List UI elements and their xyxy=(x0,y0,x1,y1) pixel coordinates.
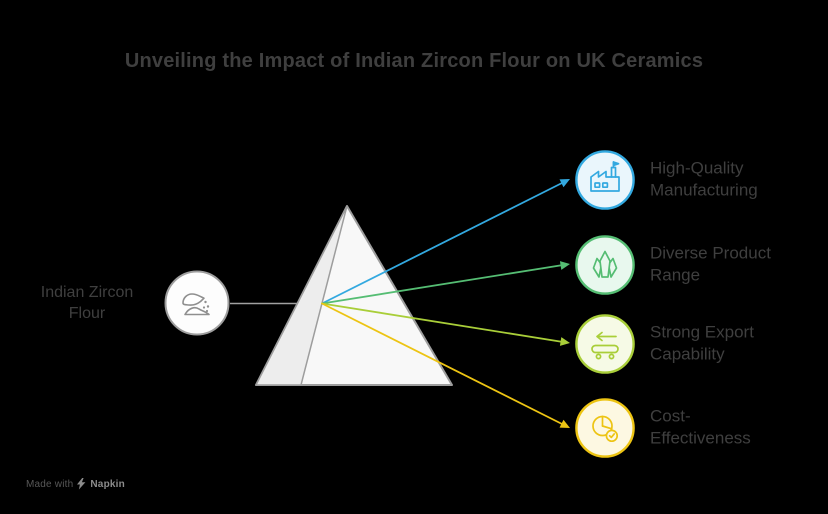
output-label-line: Capability xyxy=(650,345,725,364)
watermark-brand: Napkin xyxy=(90,478,125,490)
prism-side-face xyxy=(255,205,348,386)
ray-line-high-quality-manufacturing xyxy=(321,181,565,305)
napkin-logo-icon xyxy=(77,478,86,490)
factory-icon xyxy=(575,150,635,210)
output-label: Diverse Product Range xyxy=(650,243,820,288)
source-label: Indian Zircon Flour xyxy=(14,282,160,324)
page-title: Unveiling the Impact of Indian Zircon Fl… xyxy=(124,50,704,72)
output-label-line: Diverse Product xyxy=(650,243,771,263)
arrowhead xyxy=(559,337,570,346)
output-circle xyxy=(575,398,635,458)
conveyor-export-icon xyxy=(575,314,635,374)
crystals-icon xyxy=(575,235,635,295)
watermark: Made with Napkin xyxy=(26,478,125,490)
output-label-line: Cost- xyxy=(650,406,691,426)
output-label-line: Manufacturing xyxy=(650,181,758,200)
arrowhead xyxy=(559,419,570,428)
output-circle xyxy=(575,150,635,210)
arrowhead xyxy=(559,261,570,270)
output-label-line: Effectiveness xyxy=(650,429,751,448)
output-label-line: High-Quality xyxy=(650,158,744,178)
output-label-line: Strong Export xyxy=(650,322,754,342)
output-label: High-Quality Manufacturing xyxy=(650,158,820,203)
output-circle xyxy=(575,314,635,374)
output-label: Strong Export Capability xyxy=(650,322,820,367)
output-label: Cost- Effectiveness xyxy=(650,406,820,451)
watermark-text: Made with xyxy=(26,478,74,490)
arrowhead xyxy=(559,179,570,188)
source-label-line: Flour xyxy=(68,305,106,322)
output-label-line: Range xyxy=(650,266,701,285)
ray-line-strong-export-capability xyxy=(321,302,564,343)
ray-line-diverse-product-range xyxy=(321,264,564,305)
source-label-line: Indian Zircon xyxy=(40,283,134,301)
coins-pie-icon xyxy=(575,398,635,458)
hand-sprinkling-powder-icon xyxy=(164,270,230,336)
ray-line-cost-effectiveness xyxy=(321,302,565,426)
